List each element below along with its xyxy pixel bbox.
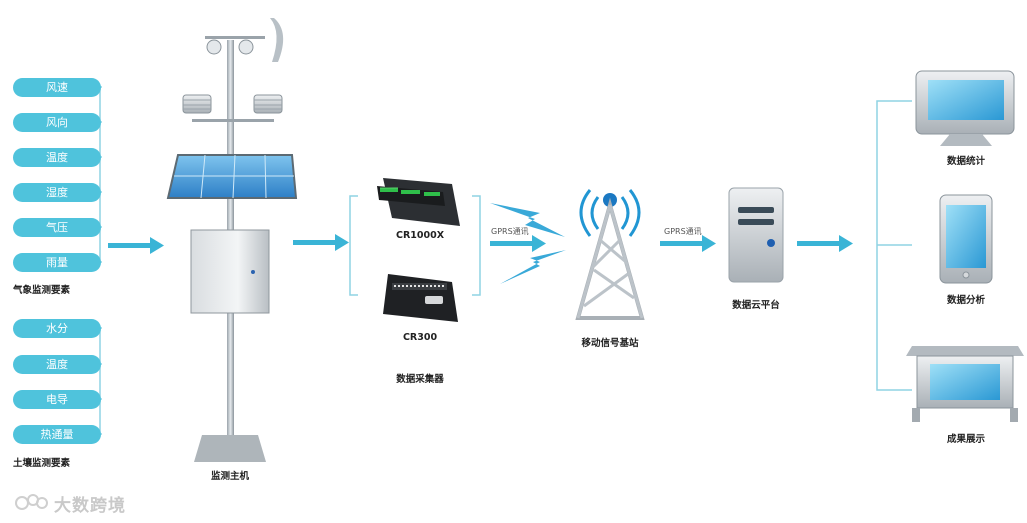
cr300-device-illustration bbox=[383, 274, 458, 322]
logger-bracket bbox=[349, 195, 481, 296]
meteo-item-wind-direction: 风向 bbox=[13, 113, 101, 132]
soil-item-moisture: 水分 bbox=[13, 319, 101, 338]
watermark-logo-icon bbox=[15, 494, 48, 510]
arrow-to-station bbox=[108, 237, 164, 254]
output-display-label: 成果展示 bbox=[946, 434, 985, 445]
gprs-left-label: GPRS通讯 bbox=[491, 227, 529, 236]
meteo-item-pressure: 气压 bbox=[13, 218, 101, 237]
soil-group-label: 土壤监测要素 bbox=[13, 458, 71, 469]
tablet-illustration bbox=[939, 194, 993, 284]
arrow-to-outputs bbox=[797, 235, 853, 252]
meteo-item-temperature: 温度 bbox=[13, 148, 101, 167]
weather-station-illustration bbox=[166, 18, 298, 462]
meteo-connector bbox=[99, 86, 102, 263]
arrow-to-loggers bbox=[293, 234, 349, 251]
cr1000x-device-illustration bbox=[377, 178, 460, 226]
gprs-right-label: GPRS通讯 bbox=[664, 227, 702, 236]
signal-left bbox=[490, 203, 566, 284]
output-bracket bbox=[876, 100, 912, 391]
station-label: 监测主机 bbox=[210, 471, 249, 482]
soil-item-temperature: 温度 bbox=[13, 355, 101, 374]
output-statistics-label: 数据统计 bbox=[946, 156, 985, 167]
server-illustration bbox=[728, 187, 784, 283]
display-illustration bbox=[906, 346, 1024, 422]
soil-item-conductivity: 电导 bbox=[13, 390, 101, 409]
soil-connector bbox=[99, 327, 102, 435]
meteo-item-rainfall: 雨量 bbox=[13, 253, 101, 272]
arrow-to-cloud bbox=[660, 235, 716, 252]
meteo-group-label: 气象监测要素 bbox=[13, 285, 71, 296]
logger-cr1000x-label: CR1000X bbox=[395, 230, 445, 241]
tower-label: 移动信号基站 bbox=[581, 338, 639, 349]
soil-item-heat-flux: 热通量 bbox=[13, 425, 101, 444]
meteo-item-humidity: 湿度 bbox=[13, 183, 101, 202]
meteo-item-wind-speed: 风速 bbox=[13, 78, 101, 97]
output-analysis-label: 数据分析 bbox=[946, 295, 985, 306]
monitor-illustration bbox=[915, 70, 1015, 146]
tower-illustration bbox=[575, 189, 645, 320]
watermark-text: 大数跨境 bbox=[54, 496, 126, 516]
arrow-to-tower bbox=[490, 235, 546, 252]
logger-cr300-label: CR300 bbox=[402, 332, 438, 343]
cloud-platform-label: 数据云平台 bbox=[732, 300, 780, 311]
logger-group-label: 数据采集器 bbox=[396, 374, 444, 385]
